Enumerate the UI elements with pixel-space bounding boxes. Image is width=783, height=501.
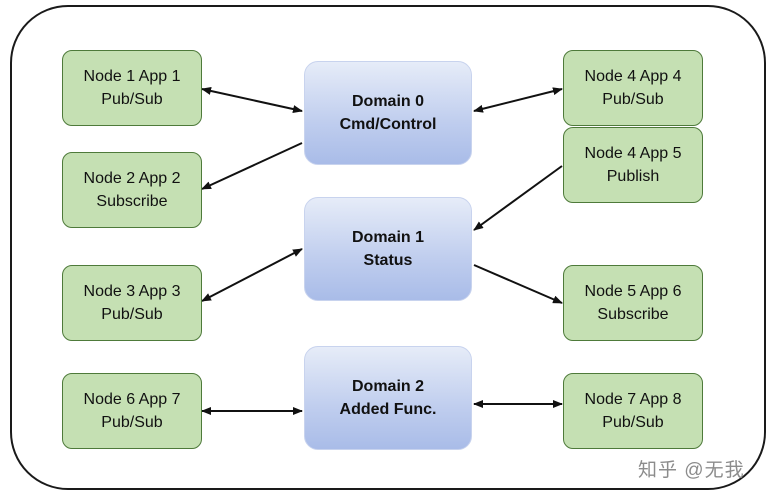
domain-0-box: Domain 0 Cmd/Control xyxy=(304,61,472,165)
arrow-node3-domain1 xyxy=(201,248,303,302)
arrow-node4-app5-domain1 xyxy=(473,165,563,231)
arrow-domain0-node4-app4 xyxy=(473,87,563,113)
node-4-app-5: Node 4 App 5 Publish xyxy=(563,127,703,203)
domain-2-box: Domain 2 Added Func. xyxy=(304,346,472,450)
node-6-app-7: Node 6 App 7 Pub/Sub xyxy=(62,373,202,449)
node-label: Node 3 App 3 xyxy=(83,283,181,300)
node-role: Publish xyxy=(606,168,660,185)
node-role: Pub/Sub xyxy=(101,414,163,431)
domain-label: Domain 2 xyxy=(351,378,424,395)
node-role: Subscribe xyxy=(96,193,168,210)
node-3-app-3: Node 3 App 3 Pub/Sub xyxy=(62,265,202,341)
domain-1-box: Domain 1 Status xyxy=(304,197,472,301)
node-label: Node 2 App 2 xyxy=(83,170,181,187)
node-1-app-1: Node 1 App 1 Pub/Sub xyxy=(62,50,202,126)
node-role: Pub/Sub xyxy=(602,91,664,108)
domain-description: Added Func. xyxy=(339,401,437,418)
domain-description: Status xyxy=(363,252,413,269)
node-2-app-2: Node 2 App 2 Subscribe xyxy=(62,152,202,228)
node-4-app-4: Node 4 App 4 Pub/Sub xyxy=(563,50,703,126)
domain-description: Cmd/Control xyxy=(339,116,437,133)
arrow-domain1-node5 xyxy=(473,264,563,304)
node-label: Node 6 App 7 xyxy=(83,391,181,408)
domain-label: Domain 1 xyxy=(351,229,424,246)
node-role: Pub/Sub xyxy=(101,91,163,108)
arrow-node1-domain0 xyxy=(201,87,303,113)
node-label: Node 1 App 1 xyxy=(83,68,181,85)
domain-label: Domain 0 xyxy=(351,93,424,110)
node-role: Subscribe xyxy=(597,306,669,323)
node-label: Node 4 App 4 xyxy=(584,68,682,85)
node-role: Pub/Sub xyxy=(101,306,163,323)
watermark-text: 知乎 @无我 xyxy=(638,460,745,481)
node-7-app-8: Node 7 App 8 Pub/Sub xyxy=(563,373,703,449)
node-5-app-6: Node 5 App 6 Subscribe xyxy=(563,265,703,341)
arrow-domain0-node2 xyxy=(201,142,303,190)
node-role: Pub/Sub xyxy=(602,414,664,431)
node-label: Node 5 App 6 xyxy=(584,283,682,300)
node-label: Node 7 App 8 xyxy=(584,391,682,408)
node-label: Node 4 App 5 xyxy=(584,145,682,162)
